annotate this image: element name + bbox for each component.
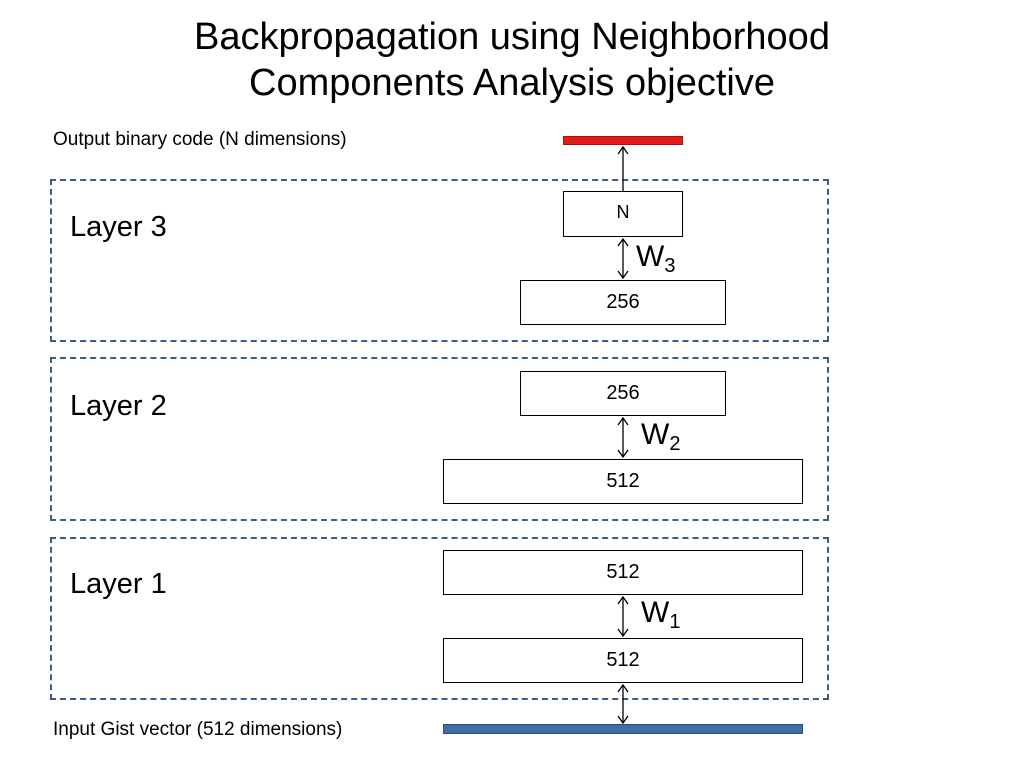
input-label: Input Gist vector (512 dimensions)	[53, 719, 343, 740]
arrow-to-output	[617, 145, 629, 191]
layer-2-bottom-unit-text: 512	[606, 470, 640, 492]
layer-3-top-unit-text: N	[616, 202, 630, 222]
layer-3-weight-text: W	[636, 240, 665, 273]
layer-1-box	[50, 537, 829, 700]
layer-2-label: Layer 2	[70, 390, 167, 422]
layer-1-bottom-unit: 512	[443, 638, 803, 683]
slide-title-line-2: Components Analysis objective	[249, 62, 775, 104]
layer-2-weight-text: W	[641, 418, 670, 451]
output-label: Output binary code (N dimensions)	[53, 129, 347, 150]
layer-3-label: Layer 3	[70, 211, 167, 243]
layer-2-weight-label: W2	[641, 420, 680, 459]
layer-3-weight-sub: 3	[664, 255, 676, 277]
layer-3-bottom-unit-text: 256	[606, 291, 640, 313]
layer-1-weight-text: W	[641, 596, 670, 629]
layer-3-bottom-unit: 256	[520, 280, 726, 325]
slide-title-line-1: Backpropagation using Neighborhood	[194, 16, 830, 58]
layer-3-weight-label: W3	[636, 242, 675, 281]
layer-2-top-unit: 256	[520, 371, 726, 416]
layer-1-top-unit: 512	[443, 550, 803, 595]
layer-2-box	[50, 357, 829, 521]
w2-bidirectional-arrow	[617, 416, 629, 459]
layer-1-weight-sub: 1	[669, 611, 681, 633]
input-vector-bar	[443, 724, 803, 734]
layer-2-bottom-unit: 512	[443, 459, 803, 504]
arrow-from-input	[617, 683, 629, 725]
layer-2-top-unit-text: 256	[606, 382, 640, 404]
layer-2-weight-sub: 2	[669, 433, 681, 455]
layer-1-bottom-unit-text: 512	[606, 649, 640, 671]
slide-title: Backpropagation using Neighborhood Compo…	[0, 14, 1024, 106]
output-code-bar	[563, 136, 683, 145]
layer-1-weight-label: W1	[641, 598, 680, 637]
layer-3-box	[50, 179, 829, 342]
w1-bidirectional-arrow	[617, 595, 629, 638]
layer-1-top-unit-text: 512	[606, 561, 640, 583]
w3-bidirectional-arrow	[617, 237, 629, 280]
layer-1-label: Layer 1	[70, 568, 167, 600]
layer-3-top-unit: N	[563, 191, 683, 237]
